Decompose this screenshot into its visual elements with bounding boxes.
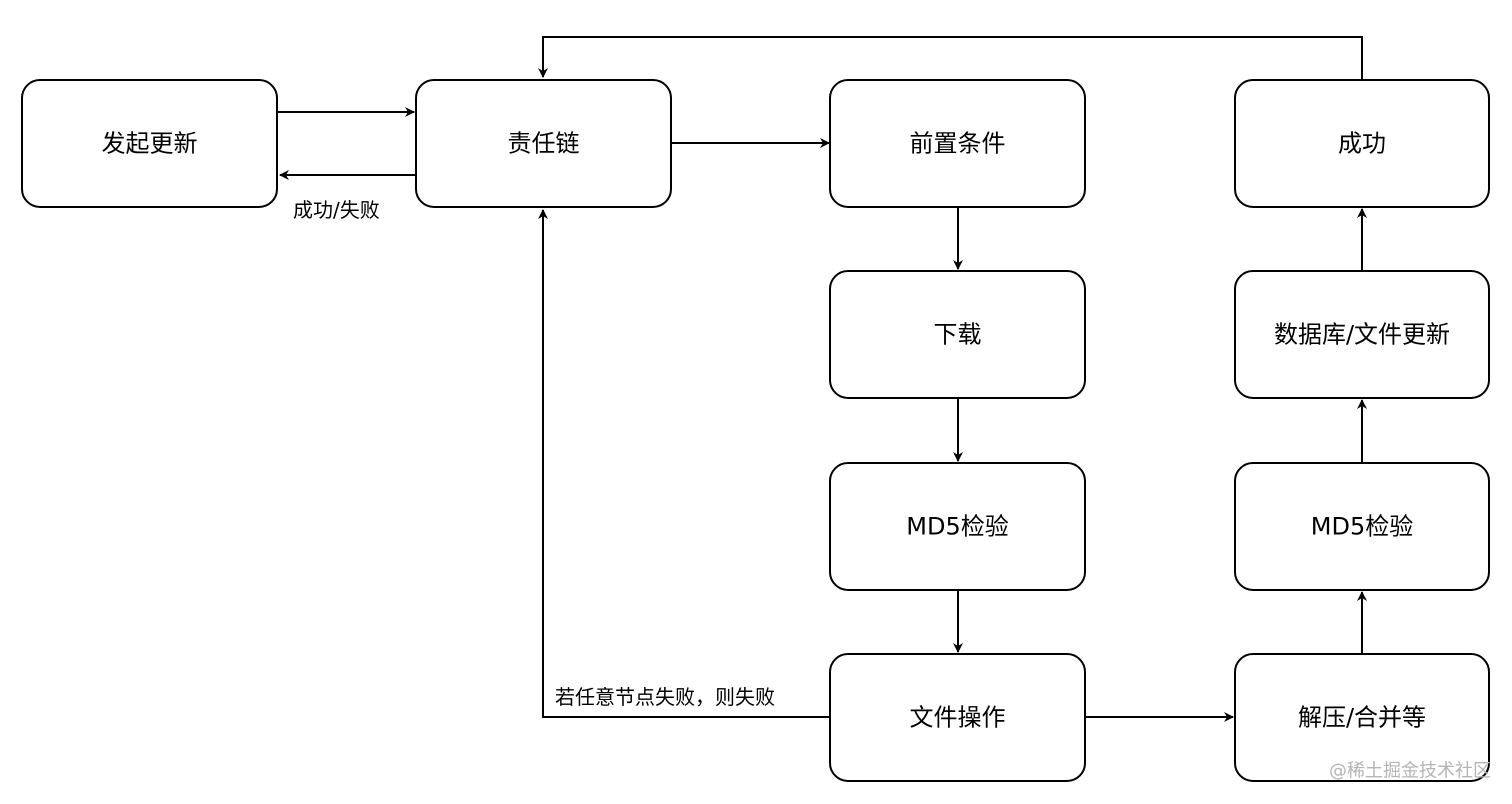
node-initiate-update-label: 发起更新 (102, 130, 198, 158)
node-md5-check-2-label: MD5检验 (1311, 513, 1413, 541)
node-preconditions: 前置条件 (829, 79, 1086, 208)
node-md5-check-1: MD5检验 (829, 462, 1086, 591)
node-unzip-merge-label: 解压/合并等 (1298, 704, 1426, 732)
node-download: 下载 (829, 270, 1086, 399)
edge-label-success-fail: 成功/失败 (293, 198, 380, 222)
edge-file-operation-failure-to-chain (538, 209, 830, 718)
node-unzip-merge: 解压/合并等 (1234, 653, 1490, 782)
node-db-file-update: 数据库/文件更新 (1234, 270, 1490, 399)
node-file-operation-label: 文件操作 (910, 704, 1006, 732)
node-db-file-update-label: 数据库/文件更新 (1274, 321, 1450, 349)
node-file-operation: 文件操作 (829, 653, 1086, 782)
node-chain-of-responsibility-label: 责任链 (508, 130, 580, 158)
edges (278, 36, 1367, 722)
edge-success-to-chain (538, 36, 1363, 79)
node-success-label: 成功 (1338, 130, 1386, 158)
edge-label-any-node-fail: 若任意节点失败，则失败 (555, 685, 775, 709)
node-success: 成功 (1234, 79, 1490, 208)
node-md5-check-1-label: MD5检验 (906, 513, 1008, 541)
node-chain-of-responsibility: 责任链 (415, 79, 672, 208)
node-initiate-update: 发起更新 (21, 79, 278, 208)
node-preconditions-label: 前置条件 (910, 130, 1006, 158)
node-md5-check-2: MD5检验 (1234, 462, 1490, 591)
node-download-label: 下载 (934, 321, 982, 349)
watermark-text: @稀土掘金技术社区 (1329, 761, 1491, 782)
